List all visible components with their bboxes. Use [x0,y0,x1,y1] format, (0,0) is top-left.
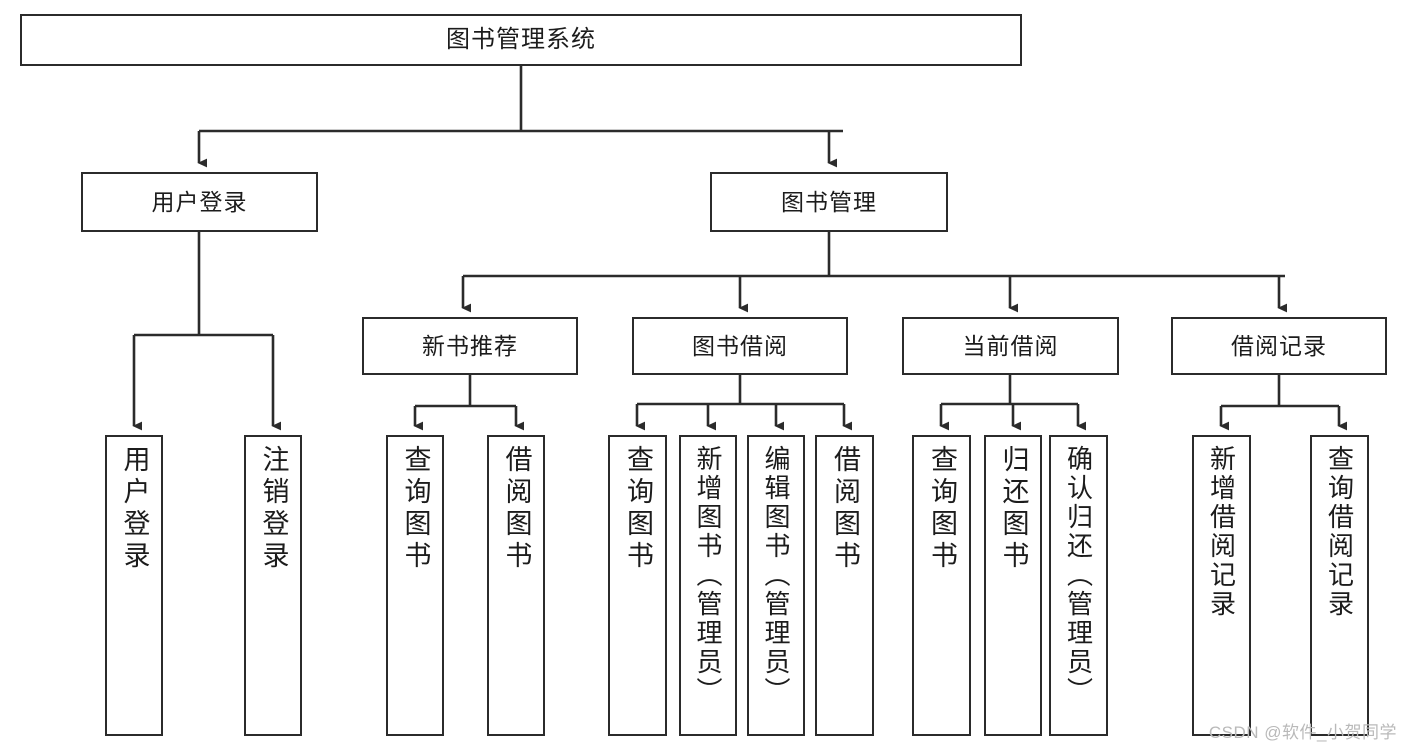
node-label: 借阅记录 [1231,332,1327,359]
node-current-borrow[interactable]: 当前借阅 [902,317,1119,375]
node-user-login[interactable]: 用户登录 [81,172,318,232]
node-leaf-query-book-recommend[interactable]: 查询图书 [386,435,444,736]
node-label: 查询图书 [927,445,957,573]
node-label: 新增借阅记录 [1206,445,1237,619]
node-leaf-user-login[interactable]: 用户登录 [105,435,163,736]
node-label: 用户登录 [119,445,150,573]
node-leaf-query-book-borrow[interactable]: 查询图书 [608,435,667,736]
node-label: 用户登录 [151,188,248,215]
node-label: 图书管理 [781,188,877,215]
node-label: 借阅图书 [501,445,532,573]
node-label: 归还图书 [998,445,1029,573]
node-label: 新书推荐 [422,332,518,359]
node-leaf-confirm-return-admin[interactable]: 确认归还（管理员） [1049,435,1108,736]
node-borrow-record[interactable]: 借阅记录 [1171,317,1387,375]
node-leaf-borrow-book[interactable]: 借阅图书 [815,435,874,736]
node-leaf-query-book-current[interactable]: 查询图书 [912,435,971,736]
node-label: 注销登录 [258,445,289,573]
node-label: 当前借阅 [962,332,1059,359]
node-leaf-edit-book-admin[interactable]: 编辑图书（管理员） [747,435,805,736]
node-leaf-add-book-admin[interactable]: 新增图书（管理员） [679,435,737,736]
node-label: 查询图书 [623,445,653,573]
node-leaf-query-borrow-record[interactable]: 查询借阅记录 [1310,435,1369,736]
node-label: 查询图书 [400,445,431,573]
node-new-book-recommend[interactable]: 新书推荐 [362,317,578,375]
node-label: 借阅图书 [830,445,860,573]
node-leaf-return-book[interactable]: 归还图书 [984,435,1042,736]
node-label: 图书管理系统 [446,26,596,54]
node-leaf-logout-login[interactable]: 注销登录 [244,435,302,736]
csdn-watermark: CSDN @软件_小贺同学 [1208,723,1397,742]
node-book-borrow[interactable]: 图书借阅 [632,317,848,375]
node-label: 查询借阅记录 [1324,445,1355,619]
node-label: 确认归还（管理员） [1063,445,1094,706]
node-label: 编辑图书（管理员） [761,445,791,706]
node-book-management-system[interactable]: 图书管理系统 [20,14,1022,66]
node-book-management[interactable]: 图书管理 [710,172,948,232]
node-leaf-borrow-book-recommend[interactable]: 借阅图书 [487,435,545,736]
node-label: 图书借阅 [692,332,788,359]
node-label: 新增图书（管理员） [693,445,723,706]
node-leaf-add-borrow-record[interactable]: 新增借阅记录 [1192,435,1251,736]
